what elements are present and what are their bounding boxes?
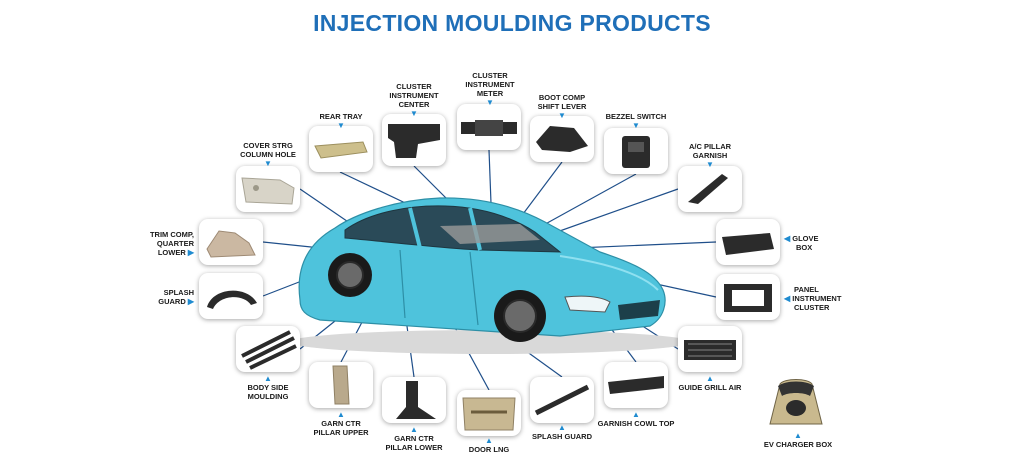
part-tile-panel-cluster xyxy=(716,274,780,320)
splash-strip-icon xyxy=(534,384,590,416)
part-tile-garn-lower xyxy=(382,377,446,423)
grill-guide-icon xyxy=(684,340,736,360)
switch-bezel-icon xyxy=(622,136,650,168)
page-title: INJECTION MOULDING PRODUCTS xyxy=(313,10,711,36)
label-garnish-cowl: ▲GARNISH COWL TOP xyxy=(597,410,675,428)
part-tile-splash-left xyxy=(199,273,263,319)
part-tile-door-lng xyxy=(457,390,521,436)
part-tile-body-side xyxy=(236,326,300,372)
label-door-lng: ▲DOOR LNG xyxy=(468,436,510,454)
part-tile-splash-bottom xyxy=(530,377,594,423)
part-tile-cover-strg xyxy=(236,166,300,212)
ev-charger-icon xyxy=(769,379,823,425)
glove-box-icon xyxy=(722,233,774,255)
side-moulding-icon xyxy=(241,330,297,370)
connector-line-ac-pillar xyxy=(539,188,679,239)
door-lining-icon xyxy=(462,397,516,431)
label-bezzel-switch: BEZZEL SWITCH▼ xyxy=(605,112,667,130)
part-image-ev-charger xyxy=(760,372,832,430)
pillar-lower-icon xyxy=(396,381,436,419)
car-illustration xyxy=(290,197,690,354)
pillar-upper-icon xyxy=(332,365,350,405)
meter-cluster-icon xyxy=(461,120,517,136)
column-cover-icon xyxy=(241,177,295,205)
quarter-trim-icon xyxy=(206,230,256,258)
part-tile-ac-pillar xyxy=(678,166,742,212)
part-tile-garn-upper xyxy=(309,362,373,408)
pillar-garnish-icon xyxy=(688,174,728,204)
part-tile-glove-box xyxy=(716,219,780,265)
part-tile-bezzel-switch xyxy=(604,128,668,174)
part-tile-trim-comp xyxy=(199,219,263,265)
label-rear-tray: REAR TRAY▼ xyxy=(319,112,363,130)
cowl-top-icon xyxy=(608,376,664,394)
label-guide-grill: ▲GUIDE GRILL AIR xyxy=(678,374,742,392)
splash-guard-icon xyxy=(207,290,257,309)
rear-tray-icon xyxy=(314,141,368,159)
label-ev-charger: ▲EV CHARGER BOX xyxy=(763,431,833,449)
part-tile-rear-tray xyxy=(309,126,373,172)
part-tile-garnish-cowl xyxy=(604,362,668,408)
center-cluster-icon xyxy=(388,124,440,158)
part-tile-cluster-meter xyxy=(457,104,521,150)
part-tile-cluster-center xyxy=(382,114,446,166)
label-splash-bottom: ▲SPLASH GUARD xyxy=(531,423,592,441)
part-tile-boot-comp xyxy=(530,116,594,162)
part-tile-guide-grill xyxy=(678,326,742,372)
shift-boot-icon xyxy=(536,126,588,152)
panel-cluster-icon xyxy=(724,284,772,312)
